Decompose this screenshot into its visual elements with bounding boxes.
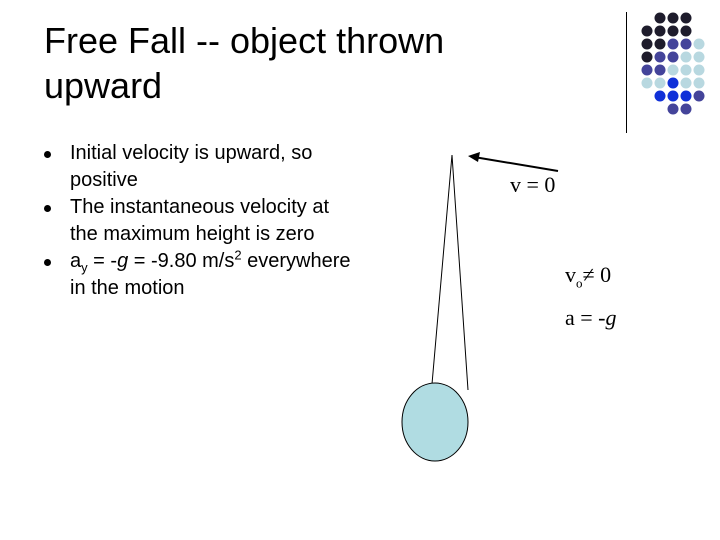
decor-dot xyxy=(667,103,679,115)
decor-dot xyxy=(654,90,666,102)
title-line-1: Free Fall -- object thrown xyxy=(44,20,445,61)
decor-dot xyxy=(693,38,705,50)
label-v-rest: ≠ 0 xyxy=(582,262,612,287)
decor-dot xyxy=(693,51,705,63)
bullet-sub-y: y xyxy=(81,260,88,275)
tangent-arrow-line xyxy=(473,156,559,172)
arrowhead-icon xyxy=(468,152,480,162)
bullet-g: g xyxy=(117,250,129,272)
bullet-text-eq: = - xyxy=(87,250,118,272)
vertical-divider-line xyxy=(626,12,627,133)
slide-title: Free Fall -- object thrown upward xyxy=(44,18,564,108)
decor-dot xyxy=(680,51,692,63)
decor-dot xyxy=(693,90,705,102)
ball xyxy=(401,382,469,462)
decor-dot xyxy=(667,12,679,24)
label-acceleration: a = -g xyxy=(565,305,617,331)
decor-dot xyxy=(693,64,705,76)
label-a-text: a = - xyxy=(565,305,606,330)
label-a-g: g xyxy=(605,305,617,330)
bullet-dot-icon xyxy=(44,205,51,212)
label-v-text: v xyxy=(565,262,576,287)
decor-dot xyxy=(680,12,692,24)
bullet-item: The instantaneous velocity at the maximu… xyxy=(44,194,354,248)
decor-dot xyxy=(641,38,653,50)
label-v-sub: o xyxy=(576,275,583,291)
decor-dot xyxy=(641,25,653,37)
decor-dot xyxy=(667,90,679,102)
decor-dot xyxy=(654,64,666,76)
bullet-dot-icon xyxy=(44,151,51,158)
bullet-item: Initial velocity is upward, so positive xyxy=(44,140,354,194)
bullet-text-post: everywhere in the motion xyxy=(70,250,351,299)
bullet-text-a: a xyxy=(70,250,82,272)
title-line-2: upward xyxy=(44,65,163,106)
decor-dot xyxy=(654,25,666,37)
label-v-initial: vo≠ 0 xyxy=(565,262,612,291)
bullet-text: Initial velocity is upward, so positive xyxy=(70,142,313,191)
bullet-item: ay = -g = -9.80 m/s2 everywhere in the m… xyxy=(44,248,354,302)
decor-dot xyxy=(641,77,653,89)
bullet-sup-2: 2 xyxy=(234,247,242,263)
decor-dot xyxy=(641,64,653,76)
decor-dot xyxy=(667,77,679,89)
decor-dot xyxy=(680,90,692,102)
label-v-zero: v = 0 xyxy=(510,172,556,197)
decor-dot xyxy=(667,38,679,50)
decor-dot xyxy=(667,64,679,76)
bullet-text: The instantaneous velocity at the maximu… xyxy=(70,196,330,245)
bullet-text-val: = -9.80 m/s xyxy=(128,250,235,272)
decor-dot xyxy=(680,25,692,37)
decor-dot xyxy=(680,77,692,89)
decor-dot xyxy=(680,38,692,50)
decor-dot xyxy=(641,51,653,63)
decor-dot xyxy=(680,64,692,76)
bullet-list: Initial velocity is upward, so positive … xyxy=(44,140,354,302)
decor-dot xyxy=(654,38,666,50)
bullet-dot-icon xyxy=(44,259,51,266)
decor-dot xyxy=(667,51,679,63)
decor-dot xyxy=(654,51,666,63)
decor-dot xyxy=(693,77,705,89)
decor-dot xyxy=(654,12,666,24)
decor-dot xyxy=(654,77,666,89)
decor-dot xyxy=(667,25,679,37)
decor-dot xyxy=(680,103,692,115)
trajectory-path xyxy=(431,154,469,391)
